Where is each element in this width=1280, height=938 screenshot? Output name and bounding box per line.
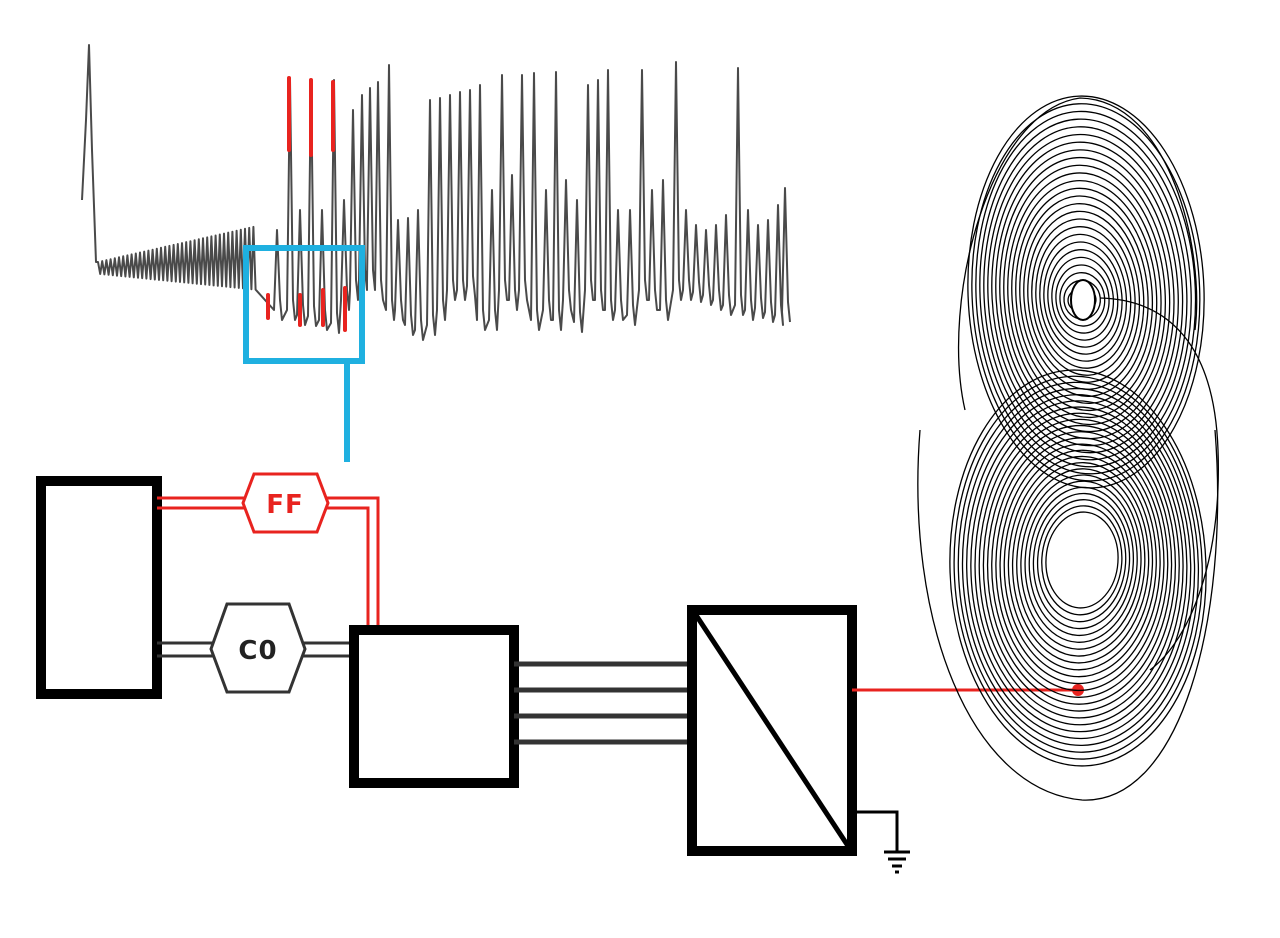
attractor-orbit xyxy=(1003,164,1167,426)
attractor-orbit xyxy=(1041,505,1123,616)
attractor-orbit xyxy=(1043,241,1123,355)
attractor-orbit xyxy=(1036,499,1127,623)
attractor-orbit xyxy=(1015,187,1154,405)
attractor-orbit xyxy=(979,118,1192,468)
attractor-orbit xyxy=(978,412,1180,719)
processing-block xyxy=(349,625,519,788)
ff-hexagon xyxy=(241,472,330,534)
waveform-trace xyxy=(81,44,791,341)
c0-label: C0 xyxy=(238,636,277,666)
attractor-orbit xyxy=(971,103,1201,482)
attractor-tail xyxy=(917,429,1219,801)
attractor-orbit xyxy=(1047,249,1119,348)
bus-lines xyxy=(514,661,690,745)
attractor-orbit xyxy=(1059,272,1106,327)
attractor-orbit xyxy=(957,381,1200,753)
highlighted-spikes xyxy=(266,76,347,332)
attractor-orbit xyxy=(1027,210,1141,383)
attractor-orbit xyxy=(1016,468,1146,657)
converter-block xyxy=(687,605,857,856)
attractor-tail xyxy=(957,97,1198,411)
attractor-orbit xyxy=(999,156,1171,433)
attractor-orbit xyxy=(986,424,1173,705)
attractor-orbit xyxy=(991,431,1169,698)
attractor-orbit xyxy=(966,394,1192,740)
attractor-orbit xyxy=(1007,172,1162,419)
attractor-orbit xyxy=(1023,203,1145,390)
ff-path xyxy=(157,496,380,628)
source-block xyxy=(36,476,162,699)
attractor-orbit xyxy=(1045,511,1119,609)
attractor-orbit xyxy=(1051,256,1115,341)
c0-hexagon xyxy=(209,602,307,694)
attractor-orbit xyxy=(1011,179,1158,412)
attractor-orbit xyxy=(983,126,1188,461)
attractor-orbit xyxy=(1039,233,1128,362)
attractor-orbit xyxy=(1011,461,1150,664)
ff-node: FF xyxy=(241,472,330,534)
chaotic-attractor xyxy=(917,95,1219,801)
attractor-orbit xyxy=(987,133,1184,454)
attractor-orbit xyxy=(1035,226,1132,369)
attractor-orbit xyxy=(953,375,1203,760)
attractor-orbit xyxy=(974,406,1184,726)
c0-node: C0 xyxy=(209,602,307,694)
attractor-orbit xyxy=(1020,474,1142,650)
attractor-orbit xyxy=(961,387,1196,747)
highlight-box xyxy=(243,245,365,364)
attractor-orbit xyxy=(999,443,1161,685)
attractor-orbit xyxy=(1003,449,1157,678)
diagonal-converter-icon xyxy=(691,610,853,851)
highlight-window xyxy=(243,245,365,462)
time-series-waveform xyxy=(81,44,791,341)
attractor-orbit xyxy=(1024,480,1138,643)
ground-symbol-icon xyxy=(852,810,910,874)
attractor-orbit xyxy=(1007,455,1154,671)
attractor-orbit xyxy=(995,437,1165,692)
attractor-orbit xyxy=(982,418,1177,712)
attractor-orbit xyxy=(1028,486,1135,637)
c0-path xyxy=(157,641,354,658)
attractor-orbit xyxy=(1031,218,1136,376)
attractor-orbit xyxy=(975,110,1197,475)
attractor-orbit xyxy=(970,400,1188,733)
attractor-orbit xyxy=(1055,264,1110,334)
attractor-orbit xyxy=(1032,492,1131,630)
attractor-orbit xyxy=(949,369,1207,767)
attractor-center xyxy=(1070,279,1096,321)
attractor-tail xyxy=(1099,297,1219,671)
ff-label: FF xyxy=(266,490,304,520)
